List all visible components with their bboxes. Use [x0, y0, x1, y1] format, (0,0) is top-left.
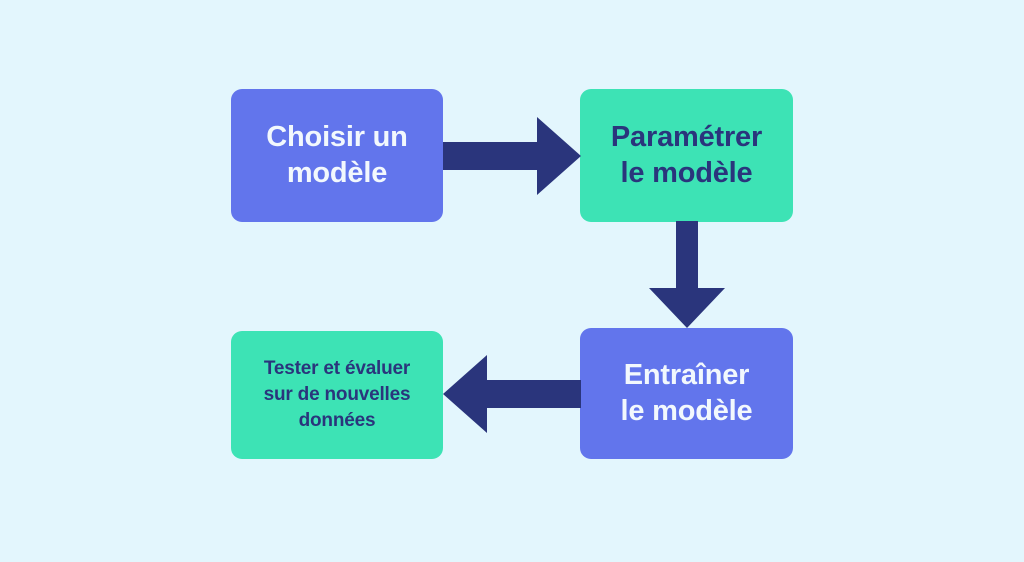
flow-node-label: Tester et évaluer sur de nouvelles donné… [263, 357, 411, 432]
arrow-down-icon [649, 221, 725, 328]
flow-node-tester-evaluer[interactable]: Tester et évaluer sur de nouvelles donné… [231, 331, 443, 459]
flow-node-choisir-modele[interactable]: Choisir un modèle [231, 89, 443, 222]
flow-node-entrainer-modele[interactable]: Entraîner le modèle [580, 328, 793, 459]
arrow-right-icon [443, 117, 581, 195]
flow-node-label: Paramétrer le modèle [610, 121, 763, 189]
arrow-left-icon [443, 355, 581, 433]
flow-node-label: Choisir un modèle [266, 121, 408, 189]
flow-node-parametrer-modele[interactable]: Paramétrer le modèle [580, 89, 793, 222]
flow-node-label: Entraîner le modèle [620, 359, 753, 427]
